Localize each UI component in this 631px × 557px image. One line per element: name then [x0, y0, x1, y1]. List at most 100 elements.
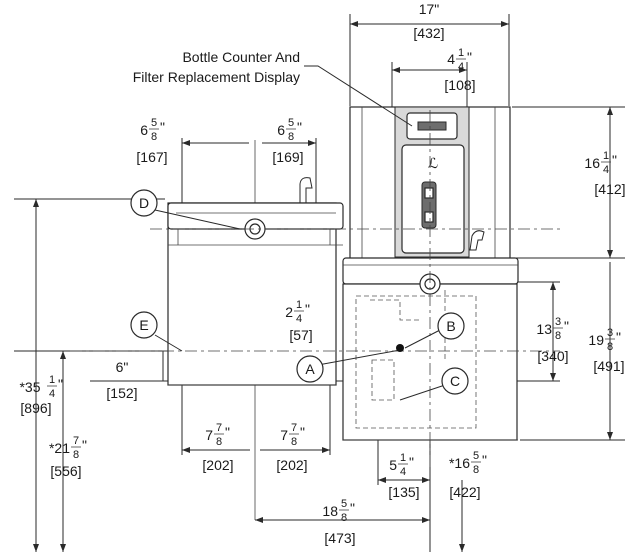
svg-text:": "	[82, 437, 87, 453]
svg-text:4: 4	[400, 466, 406, 478]
dim-lower-height: 19 3 8 " [491]	[588, 327, 624, 374]
dim-six-metric: [152]	[106, 385, 137, 401]
svg-text:13: 13	[536, 321, 552, 337]
svg-text:*35: *35	[19, 379, 40, 395]
callout-line-2: Filter Replacement Display	[133, 69, 300, 85]
svg-text:7: 7	[205, 427, 213, 443]
svg-text:8: 8	[291, 436, 297, 448]
label-circle-b: B	[437, 312, 465, 340]
svg-text:[202]: [202]	[202, 457, 233, 473]
svg-text:[135]: [135]	[388, 484, 419, 500]
svg-text:": "	[612, 152, 617, 168]
svg-text:8: 8	[73, 449, 79, 461]
svg-text:": "	[160, 119, 165, 135]
svg-text:": "	[305, 301, 310, 317]
dim-overall-height: *35 1 4 " [896]	[19, 374, 63, 416]
dim-eighteen: 18 5 8 " [473]	[322, 498, 355, 546]
svg-text:[422]: [422]	[449, 484, 480, 500]
svg-text:": "	[564, 318, 569, 334]
svg-text:4: 4	[447, 51, 455, 67]
svg-text:6: 6	[140, 122, 148, 138]
svg-text:8: 8	[151, 131, 157, 143]
svg-text:[556]: [556]	[50, 463, 81, 479]
svg-text:C: C	[450, 373, 460, 389]
dim-mid-height: 13 3 8 " [340]	[536, 316, 569, 364]
svg-text:5: 5	[151, 117, 157, 129]
svg-text:": "	[467, 49, 472, 65]
svg-text:": "	[225, 424, 230, 440]
dim-offset-small: 2 1 4 " [57]	[285, 299, 312, 343]
dim-five: 5 1 4 " [135]	[388, 452, 419, 500]
svg-text:7: 7	[216, 422, 222, 434]
svg-text:": "	[58, 376, 63, 392]
svg-text:[108]: [108]	[444, 77, 475, 93]
svg-text:5: 5	[341, 498, 347, 510]
svg-text:8: 8	[607, 341, 613, 353]
dim-display-width: 4 1 4 " [108]	[444, 47, 475, 93]
svg-text:4: 4	[603, 164, 609, 176]
dim-floor-height: *21 7 8 " [556]	[49, 435, 87, 479]
svg-text:16: 16	[584, 155, 600, 171]
dim-overall-width: 17"	[419, 1, 440, 17]
svg-text:[491]: [491]	[593, 358, 624, 374]
center-lines	[70, 110, 560, 470]
svg-text:": "	[297, 119, 302, 135]
svg-text:7: 7	[291, 422, 297, 434]
svg-text:18: 18	[322, 503, 338, 519]
svg-text:4: 4	[49, 388, 55, 400]
svg-text:D: D	[139, 195, 149, 211]
svg-text:[57]: [57]	[289, 327, 312, 343]
dim-seven-a: 7 7 8 " [202]	[202, 422, 233, 473]
label-circle-a: A	[296, 355, 324, 383]
dim-left-half-a: 6 5 8 " [167]	[136, 117, 167, 165]
label-circle-c: C	[441, 367, 469, 395]
svg-text:3: 3	[607, 327, 613, 339]
svg-text:1: 1	[296, 299, 302, 311]
dim-upper-height: 16 1 4 " [412]	[584, 150, 625, 197]
svg-text:1: 1	[458, 47, 464, 59]
svg-text:[473]: [473]	[324, 530, 355, 546]
svg-text:B: B	[446, 318, 455, 334]
lower-fountain	[342, 257, 519, 441]
left-fountain	[167, 177, 344, 386]
svg-text:A: A	[305, 361, 315, 377]
svg-text:[340]: [340]	[537, 348, 568, 364]
svg-text:5: 5	[389, 457, 397, 473]
svg-text:*16: *16	[449, 455, 470, 471]
svg-text:": "	[409, 454, 414, 470]
dim-seven-b: 7 7 8 " [202]	[276, 422, 307, 473]
svg-text:4: 4	[296, 313, 302, 325]
svg-text:7: 7	[73, 435, 79, 447]
svg-text:1: 1	[400, 452, 406, 464]
svg-text:[169]: [169]	[272, 149, 303, 165]
label-circle-e: E	[130, 311, 158, 339]
svg-text:19: 19	[588, 332, 604, 348]
label-circle-d: D	[130, 189, 158, 217]
svg-text:2: 2	[285, 304, 293, 320]
dim-left-half-b: 6 5 8 " [169]	[272, 117, 303, 165]
svg-text:*21: *21	[49, 440, 70, 456]
dim-sixteen: *16 5 8 " [422]	[449, 450, 487, 500]
svg-text:": "	[350, 500, 355, 516]
svg-text:8: 8	[555, 330, 561, 342]
svg-text:[202]: [202]	[276, 457, 307, 473]
svg-text:": "	[300, 424, 305, 440]
dim-overall-width-metric: [432]	[413, 25, 444, 41]
callout-line-1: Bottle Counter And	[182, 49, 300, 65]
svg-text:E: E	[139, 317, 148, 333]
svg-text:5: 5	[473, 450, 479, 462]
svg-text:5: 5	[288, 117, 294, 129]
dim-six: 6"	[116, 359, 129, 375]
svg-text:[167]: [167]	[136, 149, 167, 165]
svg-text:8: 8	[216, 436, 222, 448]
svg-text:8: 8	[341, 512, 347, 524]
svg-text:6: 6	[277, 122, 285, 138]
svg-text:8: 8	[473, 464, 479, 476]
svg-text:3: 3	[555, 316, 561, 328]
svg-text:7: 7	[280, 427, 288, 443]
svg-text:1: 1	[49, 374, 55, 386]
svg-text:[412]: [412]	[594, 181, 625, 197]
callout-leaders	[154, 65, 446, 401]
logo-mark: ℒ	[428, 155, 438, 171]
